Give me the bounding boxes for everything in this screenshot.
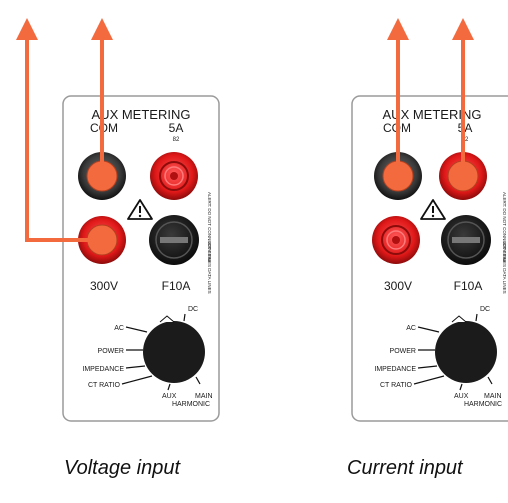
v300-label: 300V xyxy=(90,279,118,293)
switch-dc: DC xyxy=(188,306,198,313)
switch-power: POWER xyxy=(390,348,416,355)
arrows-current xyxy=(396,38,465,176)
f10a-label: F10A xyxy=(454,279,483,293)
f10a-label: F10A xyxy=(162,279,191,293)
fuse-holder-icon xyxy=(149,215,199,265)
arrowhead-right-icon xyxy=(91,18,113,40)
v300-label: 300V xyxy=(384,279,412,293)
arrowhead-left-icon xyxy=(16,18,38,40)
caption-current: Current input xyxy=(347,457,464,479)
switch-aux: AUX xyxy=(162,393,177,400)
arrowhead-left-icon xyxy=(387,18,409,40)
arrow-from-v300 xyxy=(25,38,102,242)
selector-ticks xyxy=(121,313,201,391)
panel-current: AUX METERING COM 5A 82 300V F xyxy=(351,95,508,422)
selector-ticks xyxy=(413,313,493,391)
switch-harmonic: HARMONIC xyxy=(464,401,502,408)
v300-jack[interactable] xyxy=(372,216,420,264)
switch-impedance: IMPEDANCE xyxy=(374,366,416,373)
switch-ct-ratio: CT RATIO xyxy=(380,382,413,389)
switch-impedance: IMPEDANCE xyxy=(82,366,124,373)
switch-ac: AC xyxy=(406,325,416,332)
fivea-label: 5A xyxy=(169,121,184,135)
selector-knob-icon[interactable] xyxy=(143,315,205,383)
switch-main: MAIN xyxy=(195,393,213,400)
side-warning-text-2: 300V max xyxy=(207,242,212,263)
arrowhead-right-icon xyxy=(452,18,474,40)
selector-knob-icon[interactable] xyxy=(435,315,497,383)
switch-harmonic: HARMONIC xyxy=(172,401,210,408)
switch-power: POWER xyxy=(98,348,124,355)
warning-triangle-icon xyxy=(127,199,153,220)
fivea-sub: 82 xyxy=(462,137,469,143)
panel-title: AUX METERING xyxy=(92,107,191,122)
switch-dc: DC xyxy=(480,306,490,313)
switch-main: MAIN xyxy=(484,393,502,400)
warning-triangle-icon xyxy=(420,199,446,220)
arrows-voltage xyxy=(25,38,104,242)
panel-title: AUX METERING xyxy=(383,107,482,122)
side-warning-text: ALERT: DO NOT CONNECT SERIES DATA LINES xyxy=(502,192,507,294)
side-warning-text-2: 300V max xyxy=(502,242,507,263)
switch-aux: AUX xyxy=(454,393,469,400)
side-warning-text: ALERT: DO NOT CONNECT SERIES DATA LINES xyxy=(207,192,212,294)
switch-ac: AC xyxy=(114,325,124,332)
fivea-jack[interactable] xyxy=(150,152,198,200)
caption-voltage: Voltage input xyxy=(64,457,181,479)
switch-ct-ratio: CT RATIO xyxy=(88,382,121,389)
fuse-holder-icon xyxy=(441,215,491,265)
fivea-sub: 82 xyxy=(173,137,180,143)
panel-voltage: AUX METERING COM 5A 82 xyxy=(62,95,220,422)
